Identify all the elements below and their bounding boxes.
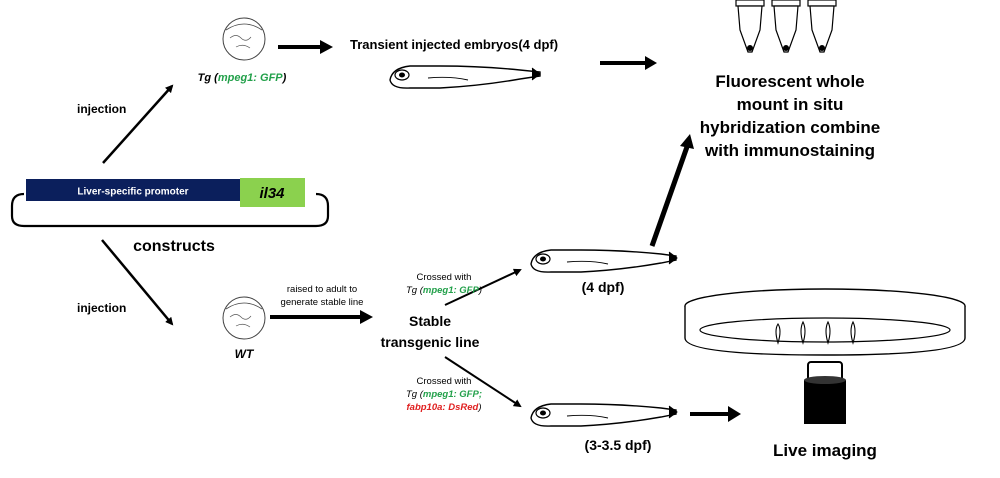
arrow-to-live-imaging [690,406,741,422]
transient-embryos-label: Transient injected embryos(4 dpf) [350,37,558,52]
arrow-to-transient [278,40,333,54]
cross-b-line2: Tg (mpeg1: GFP; [406,389,482,400]
injection-arrow-bottom [101,239,174,326]
stable-line-label-2: transgenic line [381,334,480,350]
constructs-caption: constructs [133,238,215,255]
construct-diagram: Liver-specific promoter il34 constructs [10,178,330,255]
svg-text:hybridization combine: hybridization combine [700,118,880,137]
raise-label-line1: raised to adult to [287,284,357,295]
injection-label-bottom: injection [77,301,126,315]
larva-icon-transient [389,65,541,89]
arrow-to-fish-ihc [649,143,691,247]
il34-gene-label: il34 [259,185,285,202]
petri-dish-icon [684,288,966,356]
stage-3dpf-label: (3-3.5 dpf) [585,437,652,453]
cross-a-line2: Tg (mpeg1: GFP) [406,285,482,296]
top-branch: injection Tg (mpeg1: GFP) Transient inje… [77,0,880,164]
injection-arrow-top [102,84,174,164]
bottom-branch: injection WT raised to adult to generate… [77,134,966,460]
svg-text:mount in situ: mount in situ [737,95,844,114]
il34-gene-block [240,178,305,207]
arrow-to-fish-ihc-head [680,134,694,149]
sample-tubes-icon [735,0,837,53]
arrow-cross-b [444,356,522,408]
cross-a-line1: Crossed with [417,272,472,283]
promoter-label: Liver-specific promoter [77,187,188,198]
arrow-to-tubes [600,56,657,70]
plasmid-backbone [10,192,330,228]
larva-icon-3dpf [530,403,678,427]
promoter-block [26,179,240,201]
fish-ihc-outcome-label: Fluorescent whole mount in situ hybridiz… [700,72,880,160]
arrow-cross-a [444,268,522,306]
svg-text:Fluorescent whole: Fluorescent whole [715,72,864,91]
microscope-objective-icon [804,361,846,424]
embryo-icon-wt [222,296,266,340]
cross-b-line3: fabp10a: DsRed) [407,402,482,413]
tg-mpeg1-gfp-label: Tg (mpeg1: GFP) [198,72,287,84]
wt-label: WT [235,347,255,361]
stage-4dpf-label: (4 dpf) [582,279,625,295]
cross-b-line1: Crossed with [417,376,472,387]
live-imaging-label: Live imaging [773,441,877,460]
injection-label-top: injection [77,102,126,116]
embryo-icon-tg [222,17,266,61]
stable-line-label-1: Stable [409,313,451,329]
larva-icon-4dpf [530,249,678,273]
svg-text:with immunostaining: with immunostaining [704,141,875,160]
arrow-to-stable-line [270,310,373,324]
raise-label-line2: generate stable line [281,297,364,308]
